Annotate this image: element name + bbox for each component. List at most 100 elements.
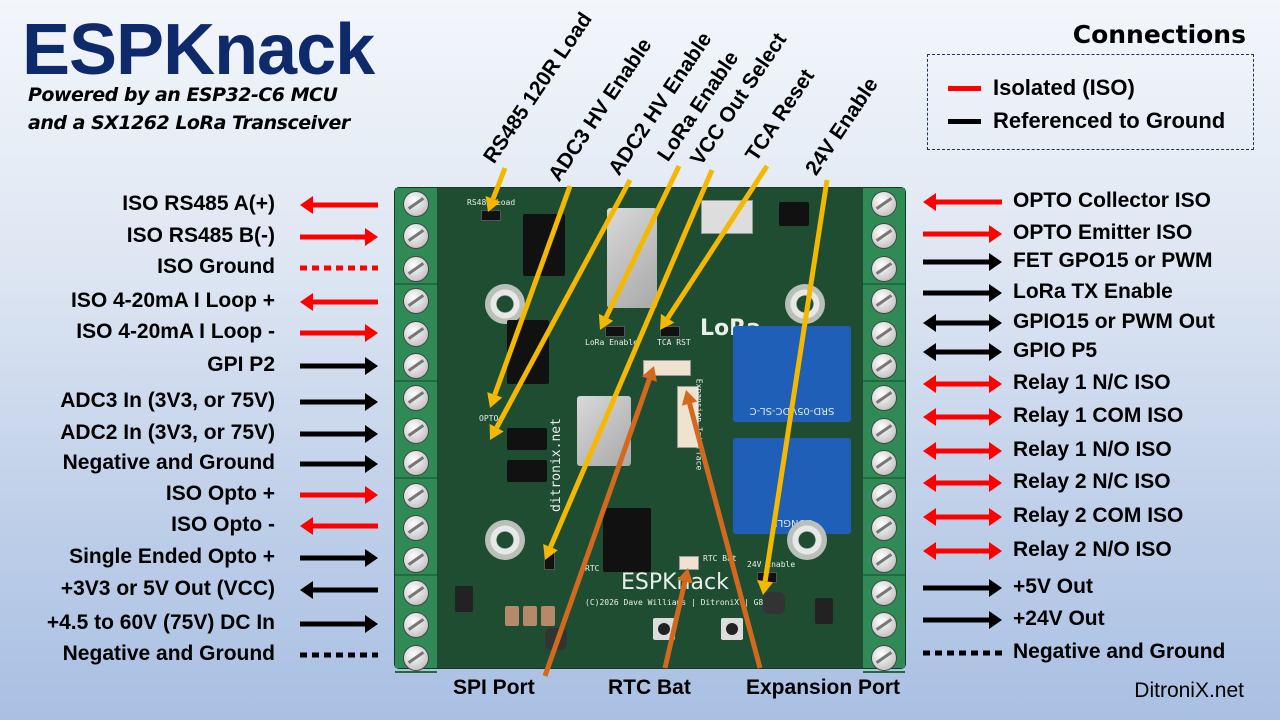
terminal-screw[interactable]	[872, 354, 896, 378]
terminal-screw[interactable]	[404, 645, 428, 670]
rtc-battery-connector[interactable]	[679, 556, 699, 570]
capacitor	[523, 606, 537, 626]
left-pin-label: ISO 4-20mA I Loop +	[70, 289, 275, 312]
terminal-screw[interactable]	[404, 321, 428, 346]
pin-arrow	[923, 579, 1002, 597]
legend-swatch-red	[948, 85, 981, 91]
silk-24v-enable: 24V Enable	[747, 560, 796, 569]
left-pin-label: ADC2 In (3V3, or 75V)	[60, 421, 275, 444]
pin-arrow	[300, 357, 378, 375]
terminal-screw[interactable]	[872, 321, 896, 346]
right-pin-label: Relay 2 COM ISO	[1013, 504, 1184, 527]
terminal-block-segment	[395, 479, 437, 576]
terminal-screw[interactable]	[404, 516, 428, 540]
terminal-screw[interactable]	[872, 386, 896, 411]
pin-arrow	[300, 581, 378, 599]
terminal-screw[interactable]	[872, 418, 896, 443]
terminal-screw[interactable]	[872, 516, 896, 540]
legend-label: Referenced to Ground	[993, 108, 1226, 133]
left-pin-label: ADC3 In (3V3, or 75V)	[60, 389, 275, 412]
pin-arrow	[923, 225, 1002, 243]
legend-label: Isolated (ISO)	[993, 75, 1135, 100]
jumper-tca-reset[interactable]	[660, 326, 680, 337]
pin-arrow	[300, 293, 378, 311]
silk-expansion: Expansion Interface	[694, 378, 704, 471]
terminal-block-segment	[863, 479, 905, 576]
spi-connector[interactable]	[643, 360, 691, 376]
terminal-block-left	[395, 188, 437, 673]
left-pin-label: +3V3 or 5V Out (VCC)	[60, 577, 275, 600]
opto-chip-2	[507, 460, 547, 482]
pin-arrow	[923, 611, 1002, 629]
terminal-block-segment	[395, 188, 437, 285]
pin-arrow	[923, 253, 1002, 271]
terminal-screw[interactable]	[872, 289, 896, 314]
subtitle-lora: and a SX1262 LoRa Transceiver	[28, 112, 350, 134]
pin-arrow	[300, 486, 378, 504]
pin-arrow	[923, 508, 1002, 526]
terminal-screw[interactable]	[404, 548, 428, 573]
callout-expansion-port: Expansion Port	[746, 676, 901, 699]
silk-tca-rst: TCA RST	[657, 338, 691, 347]
pin-arrow	[923, 314, 1002, 332]
terminal-screw[interactable]	[404, 451, 428, 476]
left-pin-label: ISO RS485 A(+)	[122, 192, 275, 215]
jumper-24v-enable[interactable]	[757, 572, 777, 583]
left-pin-label: ISO Opto -	[171, 513, 275, 536]
legend-title: Connections	[1072, 20, 1246, 49]
right-pin-label: Negative and Ground	[1013, 640, 1226, 663]
terminal-screw[interactable]	[404, 386, 428, 411]
jumper-lora-enable[interactable]	[605, 326, 625, 337]
terminal-screw[interactable]	[404, 418, 428, 443]
mounting-hole-tl	[485, 284, 525, 324]
pin-arrow	[300, 549, 378, 567]
terminal-screw[interactable]	[404, 192, 428, 216]
terminal-screw[interactable]	[872, 451, 896, 476]
board-name-silk: ESPKnack	[621, 570, 729, 595]
terminal-screw[interactable]	[404, 289, 428, 314]
left-pin-label: ISO RS485 B(-)	[126, 224, 275, 247]
right-pin-label: LoRa TX Enable	[1013, 280, 1173, 303]
pin-arrow	[300, 517, 378, 535]
pin-arrow	[923, 343, 1002, 361]
terminal-block-segment	[395, 576, 437, 673]
page-title: ESPKnack	[22, 10, 375, 90]
reset-button[interactable]	[653, 618, 675, 640]
silk-rtc: RTC	[585, 564, 600, 573]
left-pin-label: Negative and Ground	[62, 451, 275, 474]
silk-rs485-load: RS485 Load	[467, 198, 516, 207]
terminal-screw[interactable]	[404, 613, 428, 638]
pin-arrow	[923, 542, 1002, 560]
terminal-screw[interactable]	[404, 580, 428, 605]
terminal-screw[interactable]	[872, 580, 896, 605]
rtc-chip	[603, 508, 651, 572]
right-pin-label: Relay 1 COM ISO	[1013, 404, 1184, 427]
usb-c-port[interactable]	[701, 200, 753, 234]
terminal-screw[interactable]	[872, 645, 896, 670]
terminal-screw[interactable]	[404, 256, 428, 281]
terminal-screw[interactable]	[872, 483, 896, 508]
callout-top-label: 24V Enable	[801, 73, 883, 180]
terminal-screw[interactable]	[404, 483, 428, 508]
terminal-screw[interactable]	[872, 548, 896, 573]
footer-website: DitroniX.net	[1134, 679, 1244, 702]
boot-button[interactable]	[721, 618, 743, 640]
terminal-screw[interactable]	[872, 192, 896, 216]
callout-rtc-bat: RTC Bat	[608, 676, 691, 699]
terminal-screw[interactable]	[872, 224, 896, 249]
relay-1: SRD-05VDC-SL-C	[733, 326, 851, 422]
terminal-screw[interactable]	[404, 354, 428, 378]
terminal-screw[interactable]	[872, 613, 896, 638]
terminal-screw[interactable]	[404, 224, 428, 249]
jumper-vcc-out-select[interactable]	[544, 548, 555, 570]
terminal-screw[interactable]	[872, 256, 896, 281]
jumper-rs485-load[interactable]	[481, 210, 501, 221]
silk-copyright: (C)2026 Dave Williams | DitroniX | G8PUO	[585, 598, 778, 607]
mounting-hole-bl	[485, 520, 525, 560]
terminal-block-segment	[395, 382, 437, 479]
left-pin-label: ISO 4-20mA I Loop -	[76, 320, 275, 343]
inductor-left	[545, 628, 567, 650]
right-pin-label: GPIO15 or PWM Out	[1013, 310, 1215, 333]
pin-arrow	[300, 615, 378, 633]
pin-arrow	[300, 228, 378, 246]
